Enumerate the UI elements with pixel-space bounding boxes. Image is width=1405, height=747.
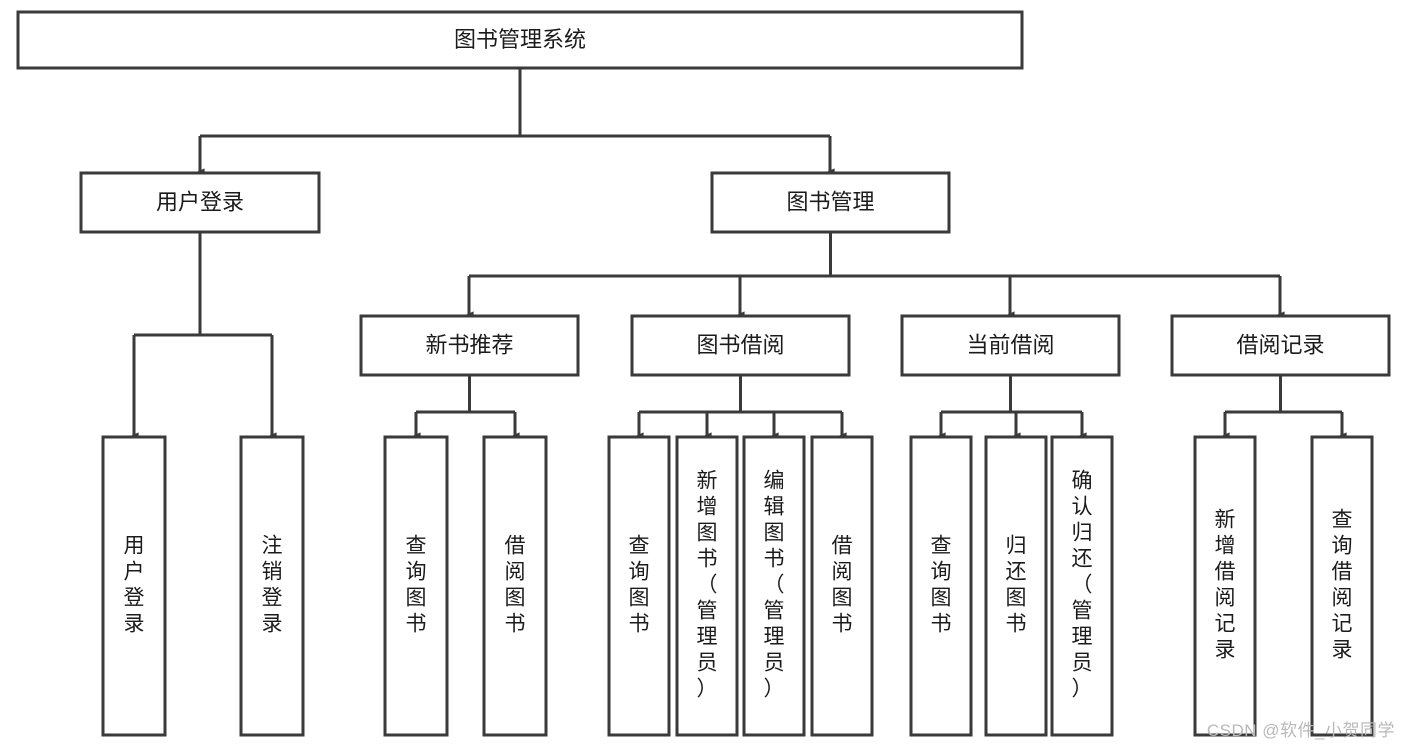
node-box-leaf-add-borrow-record[interactable] — [1193, 435, 1257, 737]
node-box-leaf-borrow-book-rec[interactable] — [482, 435, 548, 737]
watermark-text: CSDN @软件_小贺同学 — [1206, 721, 1395, 740]
node-box-current-borrow[interactable] — [900, 314, 1121, 377]
node-box-leaf-return-book[interactable] — [984, 435, 1048, 737]
node-box-leaf-confirm-return-admin[interactable] — [1050, 435, 1114, 737]
node-box-borrow-record[interactable] — [1170, 314, 1391, 377]
node-box-leaf-user-logout[interactable] — [239, 435, 305, 737]
node-label-leaf-add-borrow-record: 新增借阅记录 — [1215, 509, 1236, 662]
node-label-leaf-add-book-admin: 新增图书（管理员） — [697, 470, 718, 701]
node-box-root[interactable] — [16, 10, 1024, 70]
node-label-leaf-edit-book-admin: 编辑图书（管理员） — [764, 470, 785, 701]
node-label-book-manage: 图书管理 — [786, 189, 874, 214]
node-label-borrow-record: 借阅记录 — [1236, 332, 1324, 357]
node-box-leaf-query-borrow-record[interactable] — [1310, 435, 1374, 737]
node-label-book-borrow: 图书借阅 — [696, 332, 784, 357]
node-box-leaf-add-book-admin[interactable] — [675, 435, 739, 737]
node-box-leaf-borrow-book[interactable] — [810, 435, 874, 737]
node-label-leaf-return-book: 归还图书 — [1006, 535, 1027, 636]
node-label-leaf-query-borrow-record: 查询借阅记录 — [1332, 509, 1353, 662]
node-box-book-borrow[interactable] — [630, 314, 851, 377]
node-label-leaf-user-login: 用户登录 — [124, 535, 145, 636]
node-label-leaf-query-book-rec: 查询图书 — [406, 535, 427, 636]
node-label-leaf-borrow-book: 借阅图书 — [832, 535, 853, 636]
node-label-leaf-user-logout: 注销登录 — [262, 535, 283, 636]
node-box-user-login[interactable] — [79, 171, 321, 234]
node-label-leaf-query-book-current: 查询图书 — [931, 535, 952, 636]
node-box-leaf-query-book-borrow[interactable] — [607, 435, 671, 737]
node-label-current-borrow: 当前借阅 — [966, 332, 1054, 357]
node-box-leaf-query-book-current[interactable] — [909, 435, 973, 737]
node-label-leaf-borrow-book-rec: 借阅图书 — [505, 535, 526, 636]
node-box-leaf-edit-book-admin[interactable] — [742, 435, 806, 737]
node-box-leaf-query-book-rec[interactable] — [383, 435, 449, 737]
node-box-new-book-recommend[interactable] — [359, 314, 580, 377]
node-label-leaf-confirm-return-admin: 确认归还（管理员） — [1072, 470, 1093, 701]
node-box-leaf-user-login[interactable] — [101, 435, 167, 737]
connector-layer — [128, 68, 1347, 442]
node-box-book-manage[interactable] — [710, 171, 951, 234]
node-label-root: 图书管理系统 — [454, 27, 586, 52]
node-label-leaf-query-book-borrow: 查询图书 — [629, 535, 650, 636]
node-label-new-book-recommend: 新书推荐 — [425, 332, 513, 357]
node-label-user-login: 用户登录 — [156, 189, 244, 214]
node-layer: 图书管理系统用户登录图书管理新书推荐图书借阅当前借阅借阅记录用户登录注销登录查询… — [16, 10, 1391, 737]
